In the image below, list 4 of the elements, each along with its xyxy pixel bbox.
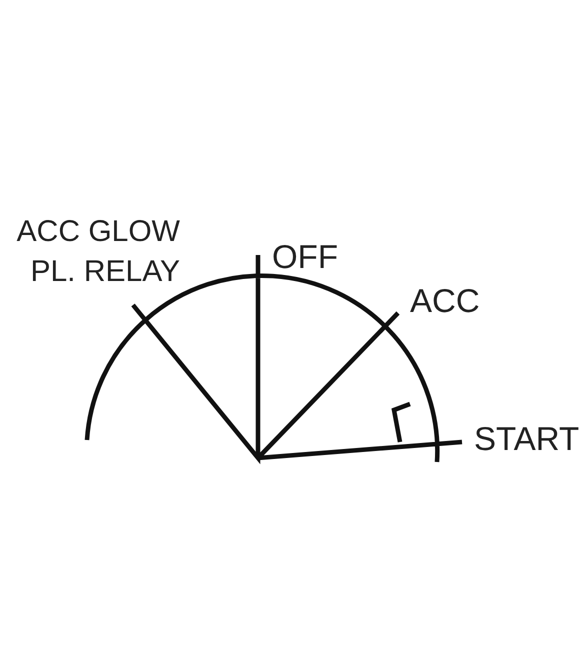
position-label: OFF: [272, 237, 338, 277]
position-label: START: [474, 419, 580, 459]
position-label: ACC: [410, 281, 480, 321]
position-label: ACC GLOW PL. RELAY: [16, 214, 180, 290]
